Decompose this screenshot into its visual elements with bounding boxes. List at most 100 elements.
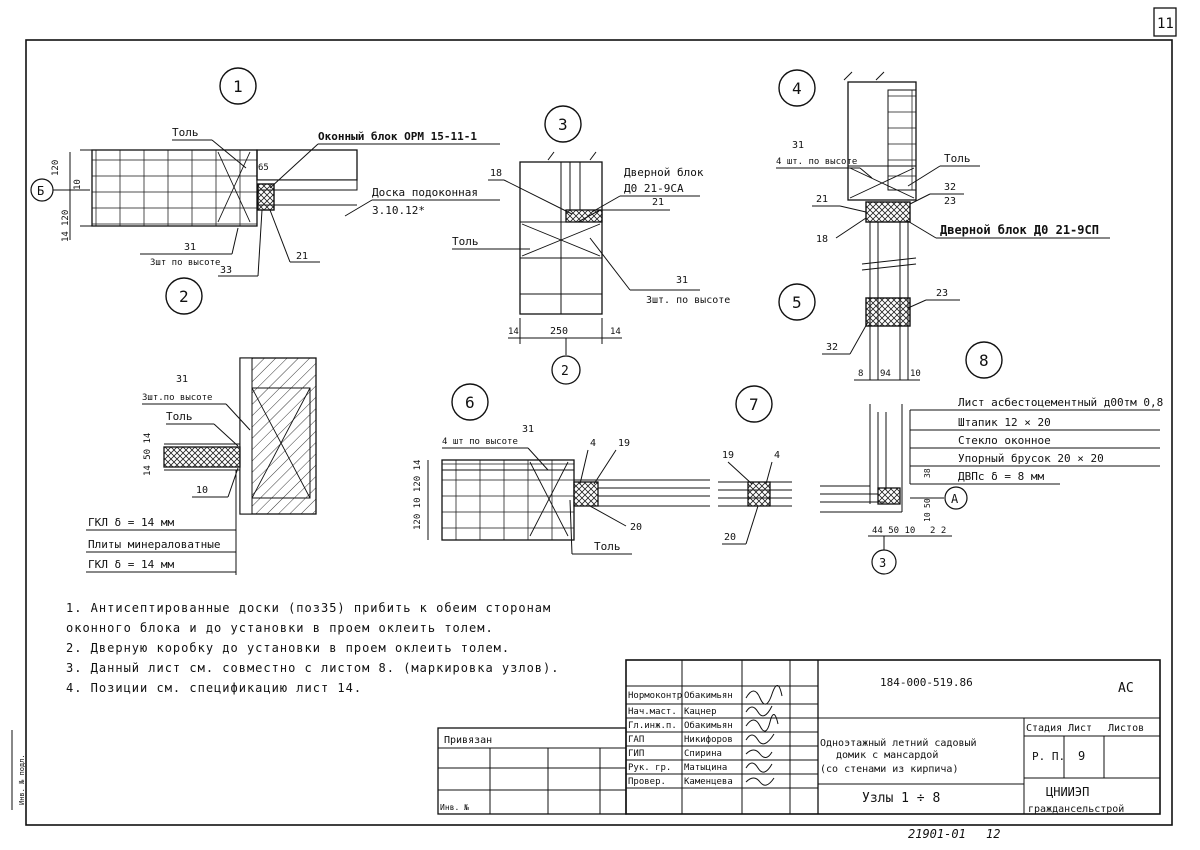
axis-marker-3: [871, 549, 897, 575]
tb-role-4: ГАП: [628, 735, 644, 745]
node1-pos-31: 31: [184, 242, 196, 253]
node-marker-3: [544, 105, 582, 143]
wall-detail-section: [163, 357, 317, 515]
wall-pos-10: 10: [196, 485, 208, 496]
node4-tol-label: Толь: [944, 152, 971, 165]
node6-pos-4: 4: [590, 438, 596, 449]
tb-role-7: Провер.: [628, 777, 666, 787]
node3-door-block-code: Д0 21-9СА: [624, 182, 684, 195]
node-marker-1: [219, 67, 257, 105]
tb-name-4: Никифоров: [684, 735, 733, 745]
node4-pos-31: 31: [792, 140, 804, 151]
node3-door-block-label: Дверной блок: [624, 166, 704, 179]
node5-pos-23: 23: [936, 288, 948, 299]
node3-pos-21: 21: [652, 197, 664, 208]
node7-section: [718, 481, 792, 507]
wall-layer-3: ГКЛ δ = 14 мм: [88, 558, 174, 571]
node-marker-4: [778, 69, 816, 107]
tb-sheet-label: Лист: [1068, 723, 1092, 734]
node1-tol-label: Толь: [172, 126, 199, 139]
node1-sill-board-label: Доска подоконная: [372, 186, 478, 199]
axis-marker-a: [944, 486, 968, 510]
archive-number: 21901-01: [908, 827, 966, 841]
node1-pos-33: 33: [220, 265, 232, 276]
node8-dim-50: 50: [923, 498, 932, 508]
tb-role-2: Нач.маст.: [628, 707, 677, 717]
node8-dim-22: 2 2: [930, 526, 946, 536]
node-label-8: 8: [979, 351, 989, 370]
node3-pos-18: 18: [490, 168, 502, 179]
node3-wall-section: [519, 151, 603, 315]
node4-pcs-height: 4 шт. по высоте: [776, 157, 857, 167]
dim-14: 14: [61, 231, 71, 242]
axis-marker-2: [551, 355, 581, 385]
tb-name-7: Каменцева: [684, 777, 733, 787]
node1-window-block-label: Оконный блок ОРМ 15-11-1: [318, 130, 477, 143]
node-label-3: 3: [558, 115, 568, 134]
node-label-2: 2: [179, 287, 189, 306]
title-block: [437, 659, 1161, 815]
note-1: 1. Антисептированные доски (поз35) приби…: [66, 601, 552, 615]
node1-wall-section: [80, 149, 358, 227]
node8-section: [820, 404, 903, 513]
tb-name-6: Матыцина: [684, 763, 727, 773]
node4-pos-23: 23: [944, 196, 956, 207]
axis-label-b: Б: [37, 184, 44, 198]
tb-project-title-3: (со стенами из кирпича): [820, 764, 958, 775]
tb-stamp: АС: [1118, 681, 1134, 696]
node3-tol-label: Толь: [452, 235, 479, 248]
node6-pcs-height: 4 шт по высоте: [442, 437, 518, 447]
node8-legend-3: Стекло оконное: [958, 434, 1051, 447]
node1-pos-21: 21: [296, 251, 308, 262]
node-label-1: 1: [233, 77, 243, 96]
tb-sheet-title: Узлы 1 ÷ 8: [862, 791, 940, 806]
tb-role-1: Нормоконтр: [628, 691, 682, 701]
sheet-number: 11: [1157, 16, 1174, 32]
margin-note: Инв. № подл.: [18, 754, 26, 805]
node-label-4: 4: [792, 79, 802, 98]
tb-stage: Р. П.: [1032, 750, 1065, 763]
tb-name-2: Кацнер: [684, 707, 717, 717]
tb-role-3: Гл.инж.п.: [628, 721, 677, 731]
node3-dim-left: 14: [508, 327, 519, 337]
node4-wall-section: [843, 71, 917, 380]
node-label-6: 6: [465, 393, 475, 412]
node-marker-2: [165, 277, 203, 315]
node8-legend-5: ДВПс δ = 8 мм: [958, 470, 1044, 483]
node-marker-8: [965, 341, 1003, 379]
general-notes: 1. Антисептированные доски (поз35) приби…: [66, 598, 626, 698]
node6-pos-31: 31: [522, 424, 534, 435]
sheet-frame: [25, 39, 1173, 826]
sheet-number-box: [1153, 7, 1177, 37]
axis-label-a: А: [951, 492, 959, 506]
tb-privyazan: Привязан: [444, 735, 492, 746]
note-1-cont: оконного блока и до установки в проем ок…: [66, 621, 494, 635]
wall-layer-2: Плиты минераловатные: [88, 538, 220, 551]
axis-label-2: 2: [561, 364, 569, 379]
node5-pos-32: 32: [826, 342, 838, 353]
tb-inv: Инв. №: [440, 803, 469, 812]
node6-pos-19: 19: [618, 438, 630, 449]
dim-65: 65: [258, 163, 269, 173]
node8-dim-38: 38: [923, 468, 932, 478]
node7-pos-19: 19: [722, 450, 734, 461]
node-marker-7: [735, 385, 773, 423]
wall-dim-vertical: 14 50 14: [143, 433, 153, 476]
node8-dim-10: 10: [923, 512, 932, 522]
node6-tol-label: Толь: [594, 540, 621, 553]
tb-sheets-label: Листов: [1108, 723, 1144, 734]
tb-org-2: граждансельстрой: [1028, 803, 1124, 815]
dim-120b: 120: [61, 210, 71, 226]
archive-page: 12: [986, 827, 1000, 841]
note-3: 3. Данный лист см. совместно с листом 8.…: [66, 661, 560, 675]
node8-legend-4: Упорный брусок 20 × 20: [958, 452, 1104, 465]
node4-pos-18: 18: [816, 234, 828, 245]
tb-name-1: Обакимьян: [684, 690, 733, 701]
tb-role-5: ГИП: [628, 749, 644, 759]
node-label-5: 5: [792, 293, 802, 312]
wall-tol-label: Толь: [166, 410, 193, 423]
node3-dim-mid: 250: [550, 326, 568, 337]
tb-document-code: 184-000-519.86: [880, 676, 973, 689]
node6-dim-vertical: 120 10 120 14: [413, 460, 423, 530]
